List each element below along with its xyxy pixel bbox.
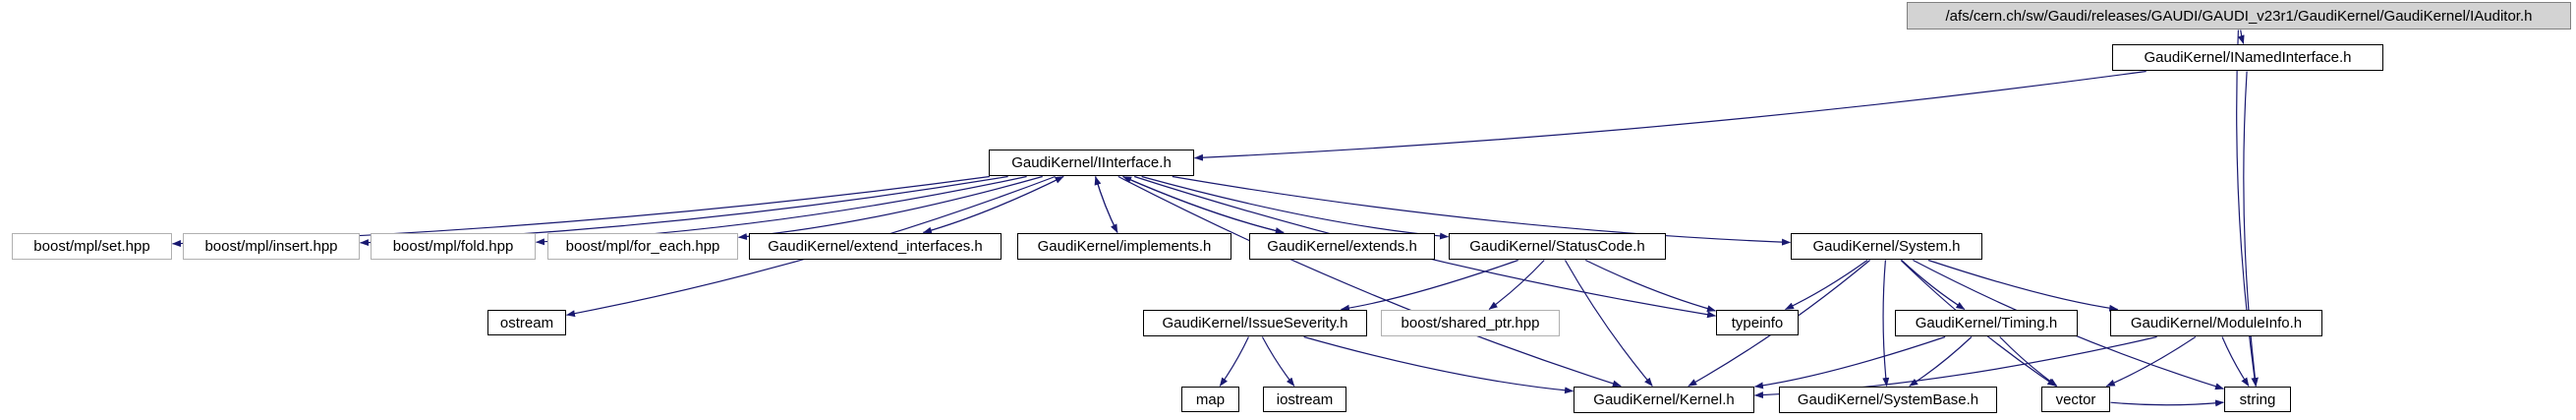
graph-node-label: iostream [1276, 390, 1334, 408]
graph-edge-moduleinfo-to-string [2221, 336, 2250, 387]
graph-node-label: boost/mpl/fold.hpp [392, 238, 514, 255]
graph-edge-namediface-to-iinterface [1194, 70, 2147, 161]
graph-node-label: /afs/cern.ch/sw/Gaudi/releases/GAUDI/GAU… [1945, 7, 2533, 25]
graph-node-kernel[interactable]: GaudiKernel/Kernel.h [1574, 387, 1754, 413]
graph-edge-implements-to-iinterface [1094, 176, 1118, 233]
graph-node-statuscode[interactable]: GaudiKernel/StatusCode.h [1449, 233, 1666, 260]
graph-node-label: GaudiKernel/System.h [1812, 238, 1961, 255]
graph-node-label: vector [2055, 390, 2096, 408]
graph-node-namediface[interactable]: GaudiKernel/INamedInterface.h [2112, 44, 2383, 71]
graph-edge-iinterface-to-statuscode [1141, 175, 1449, 240]
graph-edge-iinterface-to-extends [1122, 175, 1285, 234]
graph-node-label: GaudiKernel/extends.h [1267, 238, 1417, 255]
graph-edge-statuscode-to-sharedptr [1488, 260, 1545, 310]
graph-node-label: typeinfo [1731, 314, 1784, 331]
graph-node-label: boost/mpl/set.hpp [33, 238, 150, 255]
graph-edge-system-to-systembase [1882, 260, 1890, 387]
graph-edge-system-to-moduleinfo [1927, 259, 2119, 312]
graph-edge-root-to-string [2236, 30, 2259, 387]
graph-edge-vector-to-string [2110, 399, 2224, 407]
graph-node-label: boost/mpl/for_each.hpp [565, 238, 720, 255]
graph-node-label: GaudiKernel/INamedInterface.h [2144, 49, 2352, 66]
graph-node-root[interactable]: /afs/cern.ch/sw/Gaudi/releases/GAUDI/GAU… [1907, 2, 2571, 30]
graph-edge-iinterface-to-extendif [922, 175, 1064, 234]
graph-node-extendif[interactable]: GaudiKernel/extend_interfaces.h [749, 233, 1002, 260]
graph-node-label: GaudiKernel/implements.h [1037, 238, 1212, 255]
graph-edge-extends-to-iinterface [1122, 175, 1285, 234]
graph-edge-timing-to-kernel [1754, 335, 1946, 390]
graph-edge-issuesev-to-map [1219, 336, 1249, 387]
graph-node-label: string [2239, 390, 2276, 408]
graph-node-label: GaudiKernel/extend_interfaces.h [768, 238, 983, 255]
graph-node-system[interactable]: GaudiKernel/System.h [1791, 233, 1982, 260]
graph-edge-system-to-timing [1901, 260, 1966, 311]
graph-edge-moduleinfo-to-vector [2105, 336, 2197, 388]
graph-edge-issuesev-to-iostream [1261, 336, 1295, 387]
graph-edge-statuscode-to-typeinfo [1584, 259, 1716, 313]
graph-edge-issuesev-to-kernel [1303, 335, 1574, 394]
graph-edge-namediface-to-string [2243, 71, 2259, 387]
graph-edge-statuscode-to-issuesev [1341, 259, 1518, 312]
graph-edge-iinterface-to-implements [1095, 176, 1118, 233]
graph-node-iinterface[interactable]: GaudiKernel/IInterface.h [989, 150, 1194, 176]
graph-node-issuesev[interactable]: GaudiKernel/IssueSeverity.h [1143, 310, 1367, 336]
graph-node-ostream[interactable]: ostream [487, 310, 566, 335]
graph-edge-extendif-to-iinterface [923, 175, 1064, 234]
graph-edge-system-to-typeinfo [1785, 260, 1868, 311]
graph-node-label: GaudiKernel/IssueSeverity.h [1162, 315, 1348, 331]
graph-node-extends[interactable]: GaudiKernel/extends.h [1249, 233, 1435, 260]
graph-node-label: boost/shared_ptr.hpp [1401, 315, 1540, 331]
graph-node-sharedptr[interactable]: boost/shared_ptr.hpp [1381, 310, 1560, 336]
graph-node-typeinfo[interactable]: typeinfo [1716, 310, 1799, 335]
graph-node-implements[interactable]: GaudiKernel/implements.h [1017, 233, 1231, 260]
graph-node-label: GaudiKernel/IInterface.h [1011, 154, 1172, 171]
graph-edge-root-to-namediface [2237, 30, 2245, 44]
graph-node-systembase[interactable]: GaudiKernel/SystemBase.h [1779, 387, 1997, 413]
graph-node-mplforeach[interactable]: boost/mpl/for_each.hpp [547, 233, 738, 260]
graph-node-label: GaudiKernel/Timing.h [1915, 315, 2058, 331]
graph-edge-timing-to-systembase [1909, 336, 1973, 388]
graph-node-label: boost/mpl/insert.hpp [204, 238, 338, 255]
graph-edge-iinterface-to-kernel [1117, 175, 1622, 388]
graph-node-mplset[interactable]: boost/mpl/set.hpp [12, 233, 172, 260]
graph-node-label: GaudiKernel/SystemBase.h [1797, 391, 1979, 408]
graph-node-label: GaudiKernel/Kernel.h [1593, 391, 1735, 408]
graph-node-mplinsert[interactable]: boost/mpl/insert.hpp [183, 233, 360, 260]
graph-node-label: ostream [499, 314, 554, 331]
graph-node-map[interactable]: map [1181, 387, 1239, 412]
graph-node-label: map [1195, 390, 1226, 408]
graph-edge-timing-to-vector [1999, 336, 2058, 387]
graph-node-string[interactable]: string [2224, 387, 2291, 412]
graph-node-label: GaudiKernel/ModuleInfo.h [2130, 315, 2303, 331]
graph-node-mplfold[interactable]: boost/mpl/fold.hpp [371, 233, 536, 260]
graph-node-timing[interactable]: GaudiKernel/Timing.h [1895, 310, 2078, 336]
graph-node-iostream[interactable]: iostream [1263, 387, 1346, 412]
graph-edge-statuscode-to-kernel [1564, 260, 1653, 387]
graph-edge-iinterface-to-system [1172, 175, 1791, 246]
graph-node-label: GaudiKernel/StatusCode.h [1469, 238, 1645, 255]
graph-node-moduleinfo[interactable]: GaudiKernel/ModuleInfo.h [2110, 310, 2322, 336]
graph-node-vector[interactable]: vector [2041, 387, 2110, 412]
